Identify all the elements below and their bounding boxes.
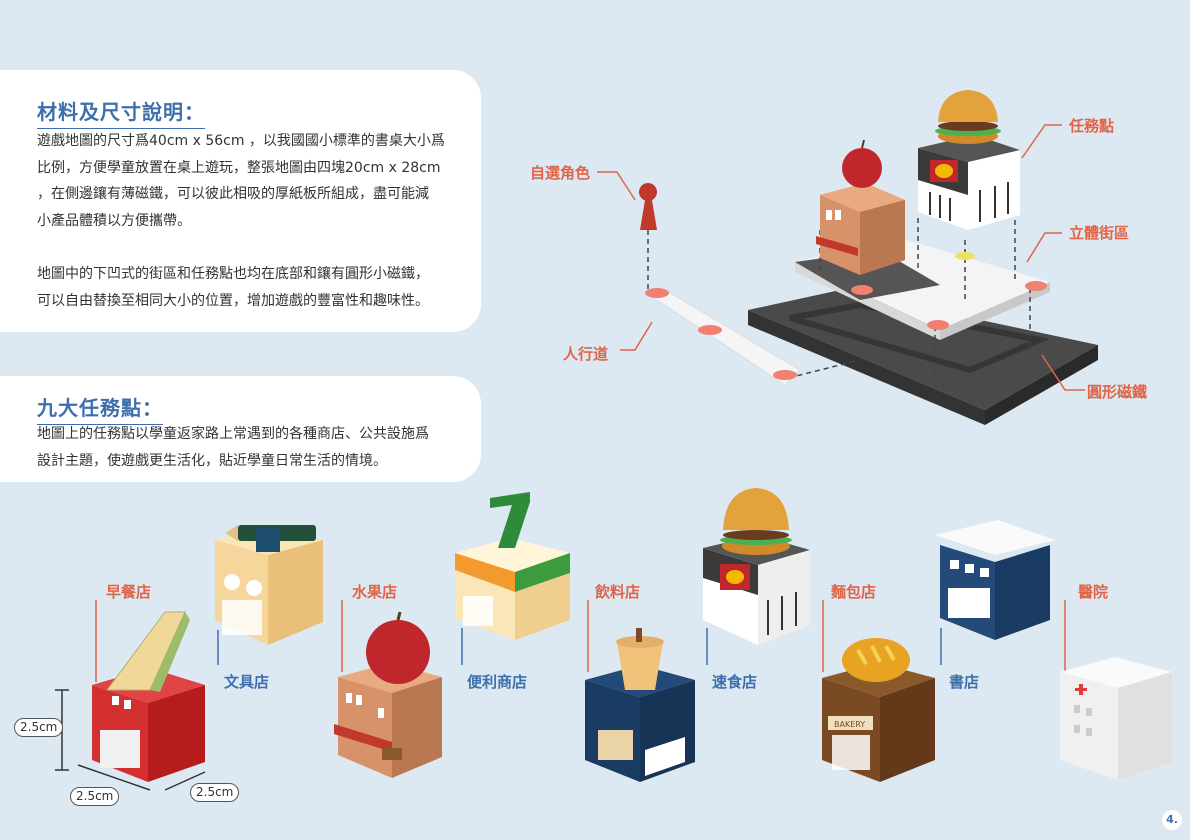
materials-paragraph-1: 遊戲地圖的尺寸爲40cm x 56cm ，以我國國小標準的書桌大小爲 比例，方便… (37, 128, 477, 234)
materials-line: 地圖中的下凹式的街區和任務點也均在底部和鑲有圓形小磁鐵， (37, 266, 429, 282)
materials-paragraph-2: 地圖中的下凹式的街區和任務點也均在底部和鑲有圓形小磁鐵， 可以自由替換至相同大小… (37, 261, 477, 314)
fastfood-shop-illustration (703, 488, 810, 645)
materials-line: ，在側邊鑲有薄磁鐵，可以彼此相吸的厚紙板所組成，盡可能減 (37, 186, 429, 202)
dimension-width-tag: 2.5cm (70, 787, 120, 806)
label-fruit-shop: 水果店 (352, 583, 398, 601)
bakery-sign: BAKERY (834, 720, 865, 729)
fruit-shop-illustration (334, 611, 442, 778)
label-sidewalk: 人行道 (563, 345, 609, 363)
bookstore-illustration (935, 520, 1055, 640)
label-3d-block: 立體街區 (1069, 224, 1130, 242)
label-bakery: 麵包店 (831, 583, 877, 601)
label-self-select-character: 自選角色 (530, 164, 591, 182)
diagram-leaders (597, 124, 1085, 391)
dimension-depth-tag: 2.5cm (190, 783, 240, 802)
label-drinks-shop: 飲料店 (595, 583, 641, 601)
label-bookstore: 書店 (949, 673, 980, 691)
label-task-point: 任務點 (1069, 117, 1115, 135)
label-fastfood-shop: 速食店 (712, 673, 758, 691)
materials-line: 遊戲地圖的尺寸爲40cm x 56cm ，以我國國小標準的書桌大小爲 (37, 133, 445, 149)
drinks-shop-illustration (585, 628, 695, 782)
label-hospital: 醫院 (1078, 583, 1109, 601)
label-round-magnet: 圓形磁鐵 (1087, 383, 1148, 401)
dimension-height-tag: 2.5cm (14, 718, 64, 737)
label-breakfast-shop: 早餐店 (106, 583, 152, 601)
shop-leaders (95, 600, 1066, 682)
materials-line: 比例，方便學童放置在桌上遊玩，整張地圖由四塊20cm x 28cm (37, 159, 441, 176)
breakfast-shop-illustration (92, 611, 205, 782)
task-points-line: 地圖上的任務點以學童返家路上常遇到的各種商店、公共設施爲 (37, 426, 429, 442)
stationery-shop-illustration (215, 525, 323, 645)
task-points-paragraph: 地圖上的任務點以學童返家路上常遇到的各種商店、公共設施爲 設計主題，使遊戲更生活… (37, 421, 477, 474)
page-number: 4. (1162, 810, 1182, 830)
materials-card: 材料及尺寸說明： 遊戲地圖的尺寸爲40cm x 56cm ，以我國國小標準的書桌… (0, 70, 481, 332)
bakery-shop-illustration: BAKERY (822, 638, 935, 782)
label-stationery-shop: 文具店 (224, 673, 270, 691)
task-points-title: 九大任務點： (37, 392, 163, 425)
label-convenience-store: 便利商店 (467, 673, 528, 691)
task-points-line: 設計主題，使遊戲更生活化，貼近學童日常生活的情境。 (37, 452, 387, 469)
materials-title: 材料及尺寸說明： (37, 96, 205, 129)
materials-line: 可以自由替換至相同大小的位置，增加遊戲的豐富性和趣味性。 (37, 292, 429, 309)
hospital-illustration (1060, 657, 1172, 780)
materials-line: 小產品體積以方便攜帶。 (37, 212, 191, 229)
convenience-store-illustration (455, 492, 570, 640)
exploded-map-diagram (639, 90, 1098, 425)
task-points-card: 九大任務點： 地圖上的任務點以學童返家路上常遇到的各種商店、公共設施爲 設計主題… (0, 376, 481, 482)
